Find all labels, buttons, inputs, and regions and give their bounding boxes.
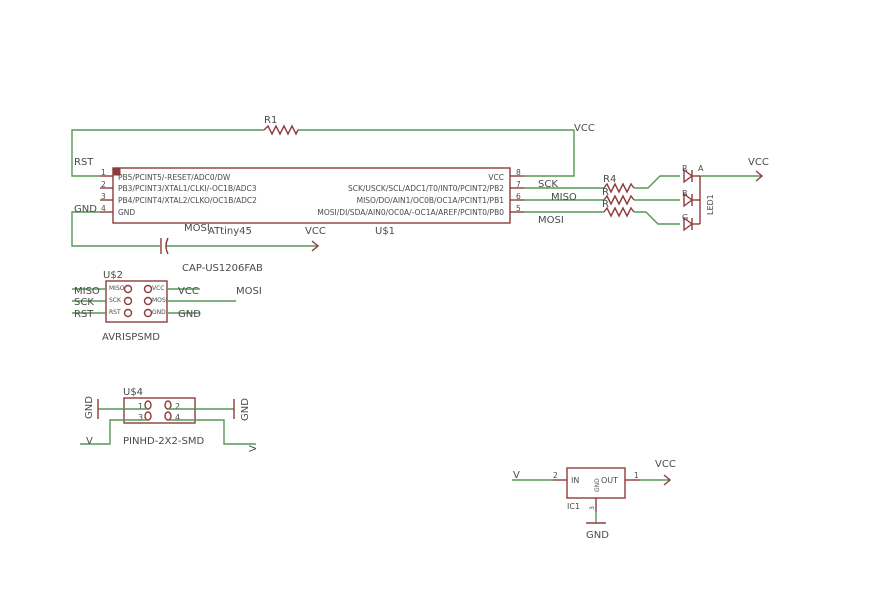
chip-pin-number: 2 [101, 180, 106, 189]
pinhd-pin-number: 1 [138, 402, 143, 411]
net-label-mosi: MOSI [236, 286, 262, 297]
vcc-arrow-icon [311, 240, 320, 252]
avrisp-name: U$2 [103, 270, 123, 281]
resistor-r4[interactable]: R4 R R [602, 174, 635, 218]
led-name: LED1 [706, 194, 715, 215]
net-label-vcc: VCC [655, 459, 676, 470]
led-rgb[interactable]: R A B G LED1 [682, 164, 715, 232]
pinhd-name: U$4 [123, 387, 143, 398]
chip-pin-number: 7 [516, 180, 521, 189]
avrisp-pin-label: SCK [109, 297, 122, 304]
avrisp-header[interactable]: MISO SCK RST VCC MOSI GND U$2 AVRISPSMD [102, 270, 168, 343]
chip-pin-number: 8 [516, 168, 521, 177]
chip-pin-label: PB4/PCINT4/XTAL2/CLKO/OC1B/ADC2 [118, 196, 257, 205]
pinhd-header[interactable]: 1 2 3 4 U$4 PINHD-2X2-SMD [123, 387, 204, 447]
net-label-gnd: GND [240, 398, 251, 421]
net-label-gnd: GND [74, 204, 97, 215]
chip-pin-label: GND [118, 208, 135, 217]
net-label-v: V [86, 436, 93, 447]
chip-pin-number: 1 [101, 168, 106, 177]
voltage-regulator[interactable]: IN OUT GND 2 1 3 IC1 [553, 467, 640, 512]
pinhd-value: PINHD-2X2-SMD [123, 436, 204, 447]
regulator-gnd-label: GND [594, 478, 601, 492]
resistor-r4-label: R4 [603, 174, 616, 185]
pinhd-wires: GND GND V V [80, 396, 259, 452]
net-label-gnd: GND [84, 396, 95, 419]
chip-pin-number: 3 [101, 192, 106, 201]
pinhd-pin-number: 3 [138, 413, 143, 422]
pinhd-pin-number: 2 [175, 402, 180, 411]
net-label-mosi: MOSI [538, 215, 564, 226]
net-label-miso: MISO [74, 286, 100, 297]
wires-main [71, 129, 762, 247]
regulator-pin-number: 1 [634, 471, 639, 480]
led-pin-label: A [698, 164, 704, 173]
avrisp-pin-label: MOSI [152, 297, 168, 304]
avrisp-value: AVRISPSMD [102, 332, 160, 343]
chip-pin-label: MISO/DO/AIN1/OC0B/OC1A/PCINT1/PB1 [357, 196, 505, 205]
net-label-v: V [513, 470, 520, 481]
capacitor-value: CAP-US1206FAB [182, 263, 263, 274]
resistor-label: R [602, 199, 609, 210]
led-pin-label: G [682, 213, 688, 222]
chip-pin-number: 6 [516, 192, 521, 201]
net-label-rst: RST [74, 309, 94, 320]
net-label-gnd: GND [178, 309, 201, 320]
net-label-rst: RST [74, 157, 94, 168]
chip-pin-label: MOSI/DI/SDA/AIN0/OC0A/-OC1A/AREF/PCINT0/… [317, 208, 504, 217]
regulator-in-label: IN [571, 476, 579, 485]
attiny45-chip[interactable]: PB5/PCINT5/-RESET/ADC0/DW PB3/PCINT3/XTA… [100, 167, 524, 237]
net-label-sck: SCK [74, 297, 94, 308]
chip-pin-label: SCK/USCK/SCL/ADC1/T0/INT0/PCINT2/PB2 [348, 184, 504, 193]
avrisp-pin-label: GND [152, 309, 166, 316]
net-label-vcc: VCC [305, 226, 326, 237]
net-label-vcc: VCC [178, 286, 199, 297]
vcc-arrow-icon [755, 170, 764, 182]
net-label-v: V [248, 445, 259, 452]
capacitor[interactable]: MOSI CAP-US1206FAB [160, 223, 263, 274]
regulator-pin-number: 2 [553, 471, 558, 480]
chip-body [112, 167, 511, 224]
regulator-pin-number: 3 [589, 506, 596, 510]
regulator-out-label: OUT [601, 476, 618, 485]
avrisp-pin-label: RST [109, 309, 121, 316]
chip-name: U$1 [375, 226, 395, 237]
chip-pin-number: 4 [101, 204, 106, 213]
chip-value: ATtiny45 [208, 226, 252, 237]
net-label-miso: MISO [551, 192, 577, 203]
chip-pin-number: 5 [516, 204, 521, 213]
regulator-wires: V VCC GND [512, 459, 676, 541]
pinhd-pin-number: 4 [175, 413, 180, 422]
avrisp-pin-label: VCC [152, 285, 164, 292]
pinhd-body [123, 397, 196, 424]
resistor-r1[interactable]: R1 [263, 115, 299, 136]
avrisp-pin-label: MISO [109, 285, 125, 292]
chip-pin-label: VCC [488, 173, 504, 182]
chip-pin1-marker [113, 168, 121, 176]
avrisp-wires: MISO SCK RST VCC MOSI GND [72, 286, 262, 320]
net-label-gnd: GND [586, 530, 609, 541]
chip-pin-label: PB3/PCINT3/XTAL1/CLKI/-OC1B/ADC3 [118, 184, 257, 193]
led-pin-label: R [682, 164, 688, 173]
net-label-vcc: VCC [748, 157, 769, 168]
net-labels: RST GND VCC VCC SCK MISO MOSI VCC [74, 123, 769, 237]
led-pin-label: B [682, 189, 688, 198]
chip-pin-label: PB5/PCINT5/-RESET/ADC0/DW [118, 173, 231, 182]
vcc-arrow-icon [663, 474, 672, 486]
resistor-r1-label: R1 [264, 115, 277, 126]
regulator-name: IC1 [567, 502, 580, 511]
net-label-sck: SCK [538, 179, 558, 190]
capacitor-name: MOSI [184, 223, 210, 234]
net-label-vcc: VCC [574, 123, 595, 134]
resistor-label: R [602, 187, 609, 198]
